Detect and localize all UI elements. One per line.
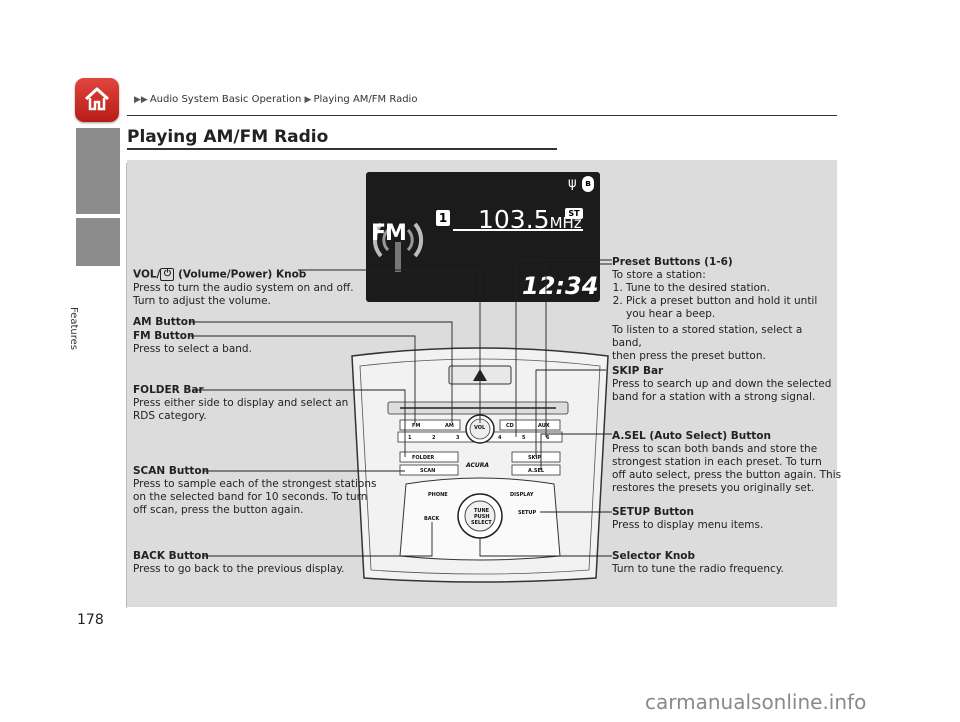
- back-button-callout: BACK Button Press to go back to the prev…: [133, 550, 344, 576]
- home-icon: [84, 87, 110, 111]
- side-divider: [126, 163, 127, 608]
- title-underline: [127, 148, 557, 150]
- scan-button-desc-2: on the selected band for 10 seconds. To …: [133, 491, 368, 503]
- push-label: PUSH: [474, 514, 490, 520]
- scan-button-title: SCAN Button: [133, 465, 210, 477]
- display-button-label: DISPLAY: [510, 492, 534, 498]
- preset-2-label: 2: [432, 435, 436, 441]
- folder-bar-title: FOLDER Bar: [133, 384, 204, 396]
- preset-5-label: 5: [522, 435, 526, 441]
- preset-1-label: 1: [408, 435, 412, 441]
- skip-bar-desc-2: band for a station with a strong signal.: [612, 391, 816, 403]
- fm-button-callout: FM Button Press to select a band.: [133, 330, 252, 356]
- skip-bar-desc-1: Press to search up and down the selected: [612, 378, 832, 390]
- phone-button-label: PHONE: [428, 492, 448, 498]
- page-number: 178: [77, 612, 104, 628]
- asel-button-desc-4: restores the presets you originally set.: [612, 482, 815, 494]
- asel-button-callout: A.SEL (Auto Select) Button Press to scan…: [612, 430, 841, 495]
- scan-button-desc-1: Press to sample each of the strongest st…: [133, 478, 377, 490]
- preset-step-2a: Pick a preset button and hold it until: [626, 295, 818, 307]
- back-button-desc: Press to go back to the previous display…: [133, 563, 345, 575]
- preset-buttons-callout: Preset Buttons (1-6) To store a station:…: [612, 256, 832, 363]
- vol-knob-title: VOL/⏻ (Volume/Power) Knob: [133, 268, 363, 282]
- fm-band-icon: [373, 222, 424, 272]
- brand-logo: ACURA: [465, 462, 489, 469]
- am-button-callout: AM Button: [133, 316, 195, 329]
- preset-step-2: Pick a preset button and hold it untilyo…: [626, 295, 832, 321]
- setup-button-callout: SETUP Button Press to display menu items…: [612, 506, 763, 532]
- setup-button-label: SETUP: [518, 510, 536, 516]
- preset-desc-2: then press the preset button.: [612, 350, 766, 362]
- page-title: Playing AM/FM Radio: [127, 127, 329, 147]
- vol-knob-label: VOL: [474, 425, 486, 431]
- asel-button-desc-3: off auto select, press the button again.…: [612, 469, 842, 481]
- preset-desc-1: To listen to a stored station, select a …: [612, 324, 803, 349]
- home-button[interactable]: [75, 78, 119, 122]
- preset-4-label: 4: [498, 435, 502, 441]
- skip-bar-callout: SKIP Bar Press to search up and down the…: [612, 365, 831, 404]
- folder-bar-label: FOLDER: [412, 455, 434, 461]
- preset-intro: To store a station:: [612, 269, 706, 281]
- fm-button-label: FM: [412, 423, 420, 429]
- band-label: FM: [371, 221, 407, 246]
- vol-knob-desc-2: Turn to adjust the volume.: [133, 294, 271, 307]
- vol-title-prefix: VOL/: [133, 268, 161, 281]
- preset-6-label: 6: [546, 435, 550, 441]
- folder-bar-desc-2: RDS category.: [133, 410, 207, 422]
- fm-button-title: FM Button: [133, 330, 195, 342]
- fm-button-desc: Press to select a band.: [133, 343, 252, 355]
- selector-knob-title: Selector Knob: [612, 550, 696, 562]
- selector-knob-callout: Selector Knob Turn to tune the radio fre…: [612, 550, 784, 576]
- stereo-badge: ST: [565, 208, 583, 219]
- side-tab-active: [76, 218, 120, 266]
- preset-step-2b: you hear a beep.: [626, 308, 716, 320]
- breadcrumb: ▶▶Audio System Basic Operation ▶Playing …: [134, 94, 417, 105]
- back-button-label: BACK: [424, 516, 440, 522]
- vol-knob-desc-1: Press to turn the audio system on and of…: [133, 281, 354, 294]
- folder-bar-callout: FOLDER Bar Press either side to display …: [133, 384, 348, 423]
- chevron-right-icon: ▶: [304, 95, 312, 105]
- setup-button-desc: Press to display menu items.: [612, 519, 764, 531]
- breadcrumb-current[interactable]: Playing AM/FM Radio: [313, 94, 418, 105]
- tune-label: TUNE: [474, 508, 490, 514]
- back-button-title: BACK Button: [133, 550, 209, 562]
- skip-bar-title: SKIP Bar: [612, 365, 664, 377]
- frequency-bar: [453, 229, 583, 231]
- chevron-right-icon: ▶▶: [134, 95, 148, 105]
- audio-display: [366, 172, 600, 302]
- skip-bar-label: SKIP: [528, 455, 541, 461]
- selector-knob-desc: Turn to tune the radio frequency.: [612, 563, 784, 575]
- aux-button-label: AUX: [538, 423, 550, 429]
- scan-button-desc-3: off scan, press the button again.: [133, 504, 304, 516]
- preset-step-1: Tune to the desired station.: [626, 282, 832, 295]
- am-button-title: AM Button: [133, 316, 196, 328]
- preset-number: 1: [436, 210, 450, 226]
- vol-knob-callout: VOL/⏻ (Volume/Power) Knob Press to turn …: [133, 268, 363, 308]
- scan-button-callout: SCAN Button Press to sample each of the …: [133, 465, 376, 517]
- watermark: carmanualsonline.info: [645, 690, 867, 714]
- breadcrumb-link-audio[interactable]: Audio System Basic Operation: [149, 94, 302, 105]
- preset-buttons-title: Preset Buttons (1-6): [612, 256, 733, 268]
- header-divider: [127, 115, 837, 116]
- select-label: SELECT: [471, 520, 492, 526]
- bluetooth-icon: ʙ: [582, 176, 594, 192]
- usb-icon: ψ: [568, 176, 577, 191]
- power-icon: ⏻: [160, 268, 175, 281]
- asel-button-desc-1: Press to scan both bands and store the: [612, 443, 818, 455]
- asel-button-label: A.SEL: [528, 468, 545, 474]
- am-button-label: AM: [445, 423, 454, 429]
- folder-bar-desc-1: Press either side to display and select …: [133, 397, 349, 409]
- side-tab: [76, 128, 120, 214]
- vol-title-suffix: (Volume/Power) Knob: [178, 268, 307, 281]
- setup-button-title: SETUP Button: [612, 506, 694, 518]
- scan-button-label: SCAN: [420, 468, 435, 474]
- preset-3-label: 3: [456, 435, 460, 441]
- asel-button-title: A.SEL (Auto Select) Button: [612, 430, 771, 442]
- clock-readout: 12:34: [522, 272, 599, 300]
- cd-button-label: CD: [506, 423, 514, 429]
- asel-button-desc-2: strongest station in each preset. To tur…: [612, 456, 822, 468]
